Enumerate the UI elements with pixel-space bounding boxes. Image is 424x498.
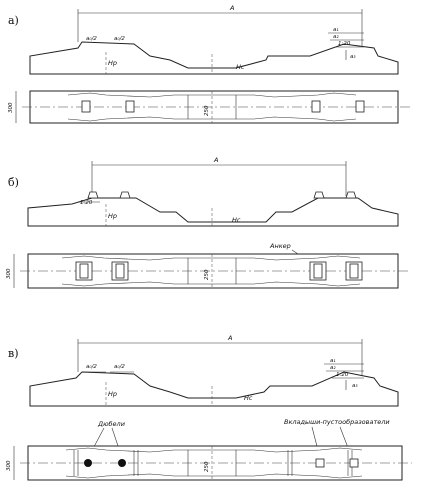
section-a-right-dims: a₁ a₂ 1:20 a₃ [328, 27, 364, 60]
section-b-dim-a-label: A [213, 156, 218, 164]
section-c-width: 300 [6, 460, 12, 471]
section-c-plan: 300 250 [6, 445, 412, 481]
section-c-inserts-label: Вкладыши-пустообразователи [284, 418, 390, 426]
section-a-label: а) [8, 14, 19, 27]
section-b-hp: Hp [108, 212, 117, 220]
section-c: в) A a₀/2 a₀/2 Hp Hc a₁ a₂ 1:20 a₃ [6, 334, 412, 481]
section-c-label: в) [8, 347, 18, 360]
section-c-dowels-label: Дюбели [97, 420, 125, 428]
section-c-hc: Hc [244, 394, 253, 402]
section-a-center-width: 250 [204, 105, 210, 116]
section-b-anchor-label: Анкер [269, 242, 291, 250]
section-c-a3: a₃ [352, 383, 358, 389]
section-a-dim-a: A [77, 4, 363, 54]
section-b-slope: 1:20 [80, 200, 93, 206]
section-c-hp: Hp [108, 390, 117, 398]
section-a-slope: 1:20 [338, 41, 351, 47]
section-a-half-2: a₀/2 [114, 36, 125, 42]
section-c-half-2: a₀/2 [114, 364, 125, 370]
section-a-half-1: a₀/2 [86, 36, 97, 42]
section-c-insert-2 [349, 458, 359, 468]
section-c-insert-1 [315, 458, 325, 468]
section-b-hc: Hc [232, 216, 241, 224]
section-c-half-gauge: a₀/2 a₀/2 [82, 364, 134, 373]
section-a-a2: a₂ [333, 34, 339, 40]
section-c-half-1: a₀/2 [86, 364, 97, 370]
section-a-hc: Hc [236, 63, 245, 71]
section-a-dim-a-label: A [229, 4, 234, 12]
section-c-dowel-1 [84, 459, 92, 467]
section-a-profile [29, 41, 399, 75]
section-a-plan: 300 250 [8, 90, 410, 124]
section-c-right-dims: a₁ a₂ 1:20 a₃ [324, 358, 364, 390]
section-c-dowel-2 [118, 459, 126, 467]
section-a-a1: a₁ [333, 27, 339, 33]
section-b-dim-a: A [91, 156, 347, 196]
section-b-plan: 300 250 [6, 253, 410, 289]
section-b: б) A 1:20 Hp Hc Анкер [6, 156, 410, 289]
section-a-a3: a₃ [350, 54, 356, 60]
section-c-profile [29, 371, 399, 407]
section-b-width: 300 [6, 268, 12, 279]
section-a-hp: Hp [108, 59, 117, 67]
section-a-width: 300 [8, 102, 14, 113]
section-b-label: б) [8, 176, 19, 189]
section-c-dim-a-label: A [227, 334, 232, 342]
section-c-center-width: 250 [204, 461, 210, 472]
section-c-a2: a₂ [330, 365, 336, 371]
section-b-profile [27, 197, 399, 227]
section-c-slope: 1:20 [336, 372, 349, 378]
section-c-a1: a₁ [330, 358, 336, 364]
section-b-center-width: 250 [204, 269, 210, 280]
section-a: а) A a₀/2 a₀/2 Hp Hc a₁ a₂ 1 [8, 4, 410, 124]
